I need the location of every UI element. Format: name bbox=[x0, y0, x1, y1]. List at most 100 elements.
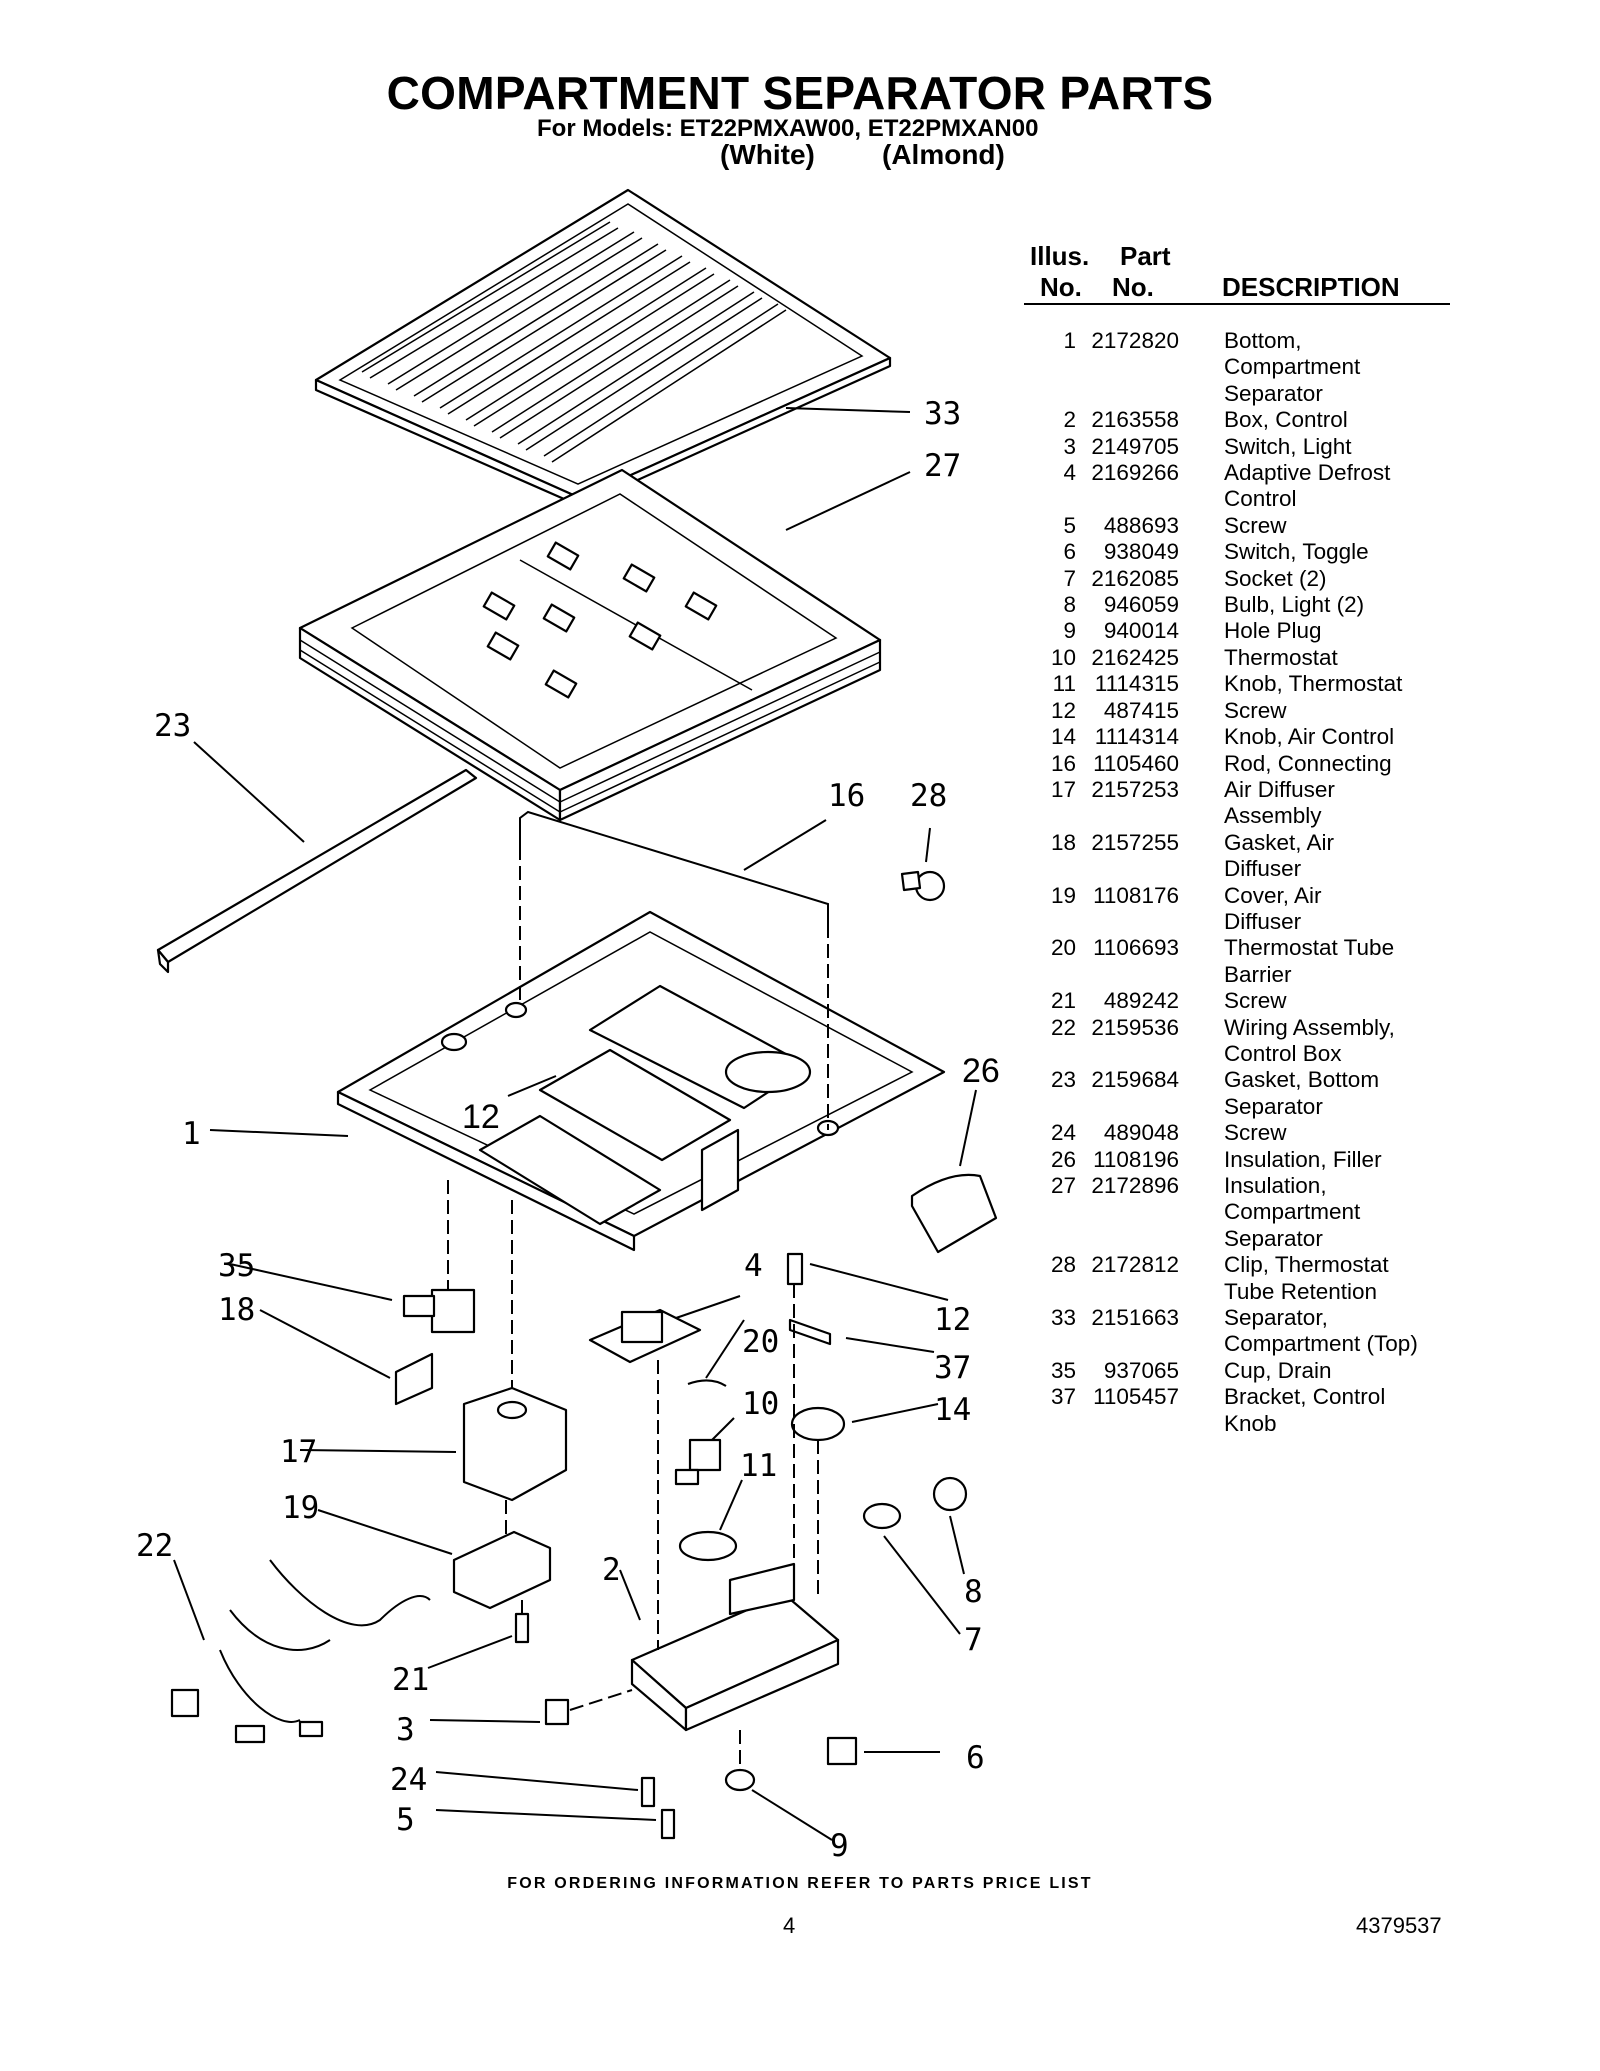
part-description: Air Diffuser Assembly bbox=[1224, 776, 1335, 829]
callout-23: 23 bbox=[154, 708, 191, 744]
callout-19: 19 bbox=[282, 1490, 319, 1526]
part-number: 1105460 bbox=[1093, 750, 1179, 776]
callout-28: 28 bbox=[910, 778, 947, 814]
callout-6: 6 bbox=[966, 1740, 985, 1776]
parts-row: 5 488693 Screw bbox=[1024, 513, 1464, 539]
header-part-line2: No. bbox=[1112, 272, 1154, 302]
part-description: Bracket, Control Knob bbox=[1224, 1384, 1386, 1436]
part-11-knob-thermostat bbox=[678, 1530, 738, 1562]
part-28-clip bbox=[900, 870, 946, 902]
part-number: 2172820 bbox=[1091, 328, 1179, 353]
page-number: 4 bbox=[783, 1913, 796, 1938]
part-description: Box, Control bbox=[1224, 407, 1348, 433]
callout-12-lower: 12 bbox=[934, 1302, 971, 1338]
part-description: Insulation, Filler bbox=[1224, 1146, 1382, 1172]
part-number: 489048 bbox=[1103, 1120, 1179, 1146]
part-number: 2151663 bbox=[1091, 1305, 1179, 1331]
illus-number: 16 bbox=[1050, 750, 1076, 776]
part-number: 488693 bbox=[1103, 512, 1179, 538]
callout-12-upper: 12 bbox=[462, 1098, 500, 1136]
illus-number: 6 bbox=[1063, 539, 1076, 565]
illus-number: 11 bbox=[1052, 671, 1076, 697]
header-part-line1: Part bbox=[1120, 241, 1171, 271]
illus-number: 2 bbox=[1063, 407, 1076, 433]
color-almond-label: (Almond) bbox=[882, 139, 1005, 170]
part-37-bracket-control-knob bbox=[788, 1318, 832, 1346]
part-description: Screw bbox=[1224, 512, 1287, 538]
part-number: 1106693 bbox=[1093, 935, 1179, 961]
parts-row: 14 1114314 Knob, Air Control bbox=[1024, 724, 1464, 750]
header-description: DESCRIPTION bbox=[1222, 272, 1400, 302]
parts-row: 2 2163558 Box, Control bbox=[1024, 407, 1464, 433]
part-number: 1114315 bbox=[1094, 671, 1179, 697]
ordering-footer: FOR ORDERING INFORMATION REFER TO PARTS … bbox=[507, 1875, 1093, 1892]
part-33-separator-top bbox=[314, 188, 892, 508]
part-number: 2157255 bbox=[1091, 829, 1179, 855]
illus-number: 26 bbox=[1050, 1146, 1076, 1172]
part-description: Knob, Air Control bbox=[1224, 724, 1395, 750]
header-rule bbox=[1024, 303, 1450, 305]
part-number: 2163558 bbox=[1091, 407, 1179, 433]
callout-27: 27 bbox=[924, 448, 961, 484]
illus-number: 1 bbox=[1063, 328, 1076, 353]
part-description: Screw bbox=[1224, 988, 1287, 1014]
part-number: 2149705 bbox=[1091, 433, 1179, 459]
part-number: 487415 bbox=[1103, 697, 1179, 723]
part-18-gasket-air-diffuser bbox=[394, 1352, 434, 1406]
illus-number: 5 bbox=[1063, 512, 1076, 538]
part-7-socket bbox=[862, 1502, 902, 1530]
callout-10: 10 bbox=[742, 1386, 779, 1422]
part-description: Switch, Light bbox=[1224, 433, 1352, 459]
part-21-screw bbox=[514, 1612, 530, 1644]
assembly-guide-lines bbox=[447, 846, 829, 1770]
callout-3: 3 bbox=[396, 1712, 415, 1748]
callout-9: 9 bbox=[830, 1828, 849, 1864]
part-10-thermostat bbox=[674, 1438, 722, 1486]
part-24-screw bbox=[640, 1776, 656, 1808]
part-description: Adaptive Defrost Control bbox=[1224, 460, 1391, 512]
illus-number: 14 bbox=[1050, 724, 1076, 750]
page-title: COMPARTMENT SEPARATOR PARTS bbox=[386, 67, 1214, 119]
models-line: For Models: ET22PMXAW00, ET22PMXAN00 bbox=[537, 115, 1039, 142]
callout-5: 5 bbox=[396, 1802, 415, 1838]
part-description: Rod, Connecting bbox=[1224, 750, 1392, 776]
part-2-box-control bbox=[630, 1562, 840, 1732]
part-3-switch-light bbox=[544, 1698, 570, 1726]
illus-number: 8 bbox=[1063, 592, 1076, 618]
illus-number: 35 bbox=[1050, 1357, 1076, 1383]
part-description: Insulation, Compartment Separator bbox=[1224, 1173, 1361, 1251]
part-number: 1108196 bbox=[1093, 1146, 1179, 1172]
illus-number: 17 bbox=[1050, 776, 1076, 802]
header-illus-line2: No. bbox=[1040, 272, 1082, 302]
part-35-drain-cup bbox=[402, 1288, 476, 1334]
illus-number: 9 bbox=[1063, 618, 1076, 644]
part-number: 1114314 bbox=[1094, 724, 1179, 750]
callout-7: 7 bbox=[964, 1622, 983, 1658]
part-number: 489242 bbox=[1103, 988, 1179, 1014]
part-description: Knob, Thermostat bbox=[1224, 671, 1403, 697]
illus-number: 10 bbox=[1050, 644, 1076, 670]
part-number: 2162425 bbox=[1091, 644, 1179, 670]
part-4-adaptive-defrost-control bbox=[588, 1308, 702, 1364]
callout-14: 14 bbox=[934, 1392, 971, 1428]
part-20-thermostat-tube-barrier bbox=[687, 1379, 727, 1387]
callout-22: 22 bbox=[136, 1528, 173, 1564]
part-12-screw bbox=[786, 1252, 804, 1286]
callout-17: 17 bbox=[280, 1434, 317, 1470]
callout-leader-lines bbox=[173, 407, 977, 1841]
part-description: Thermostat bbox=[1224, 644, 1338, 670]
callout-11: 11 bbox=[740, 1448, 777, 1484]
illus-number: 19 bbox=[1050, 882, 1076, 908]
part-9-hole-plug bbox=[724, 1768, 756, 1792]
